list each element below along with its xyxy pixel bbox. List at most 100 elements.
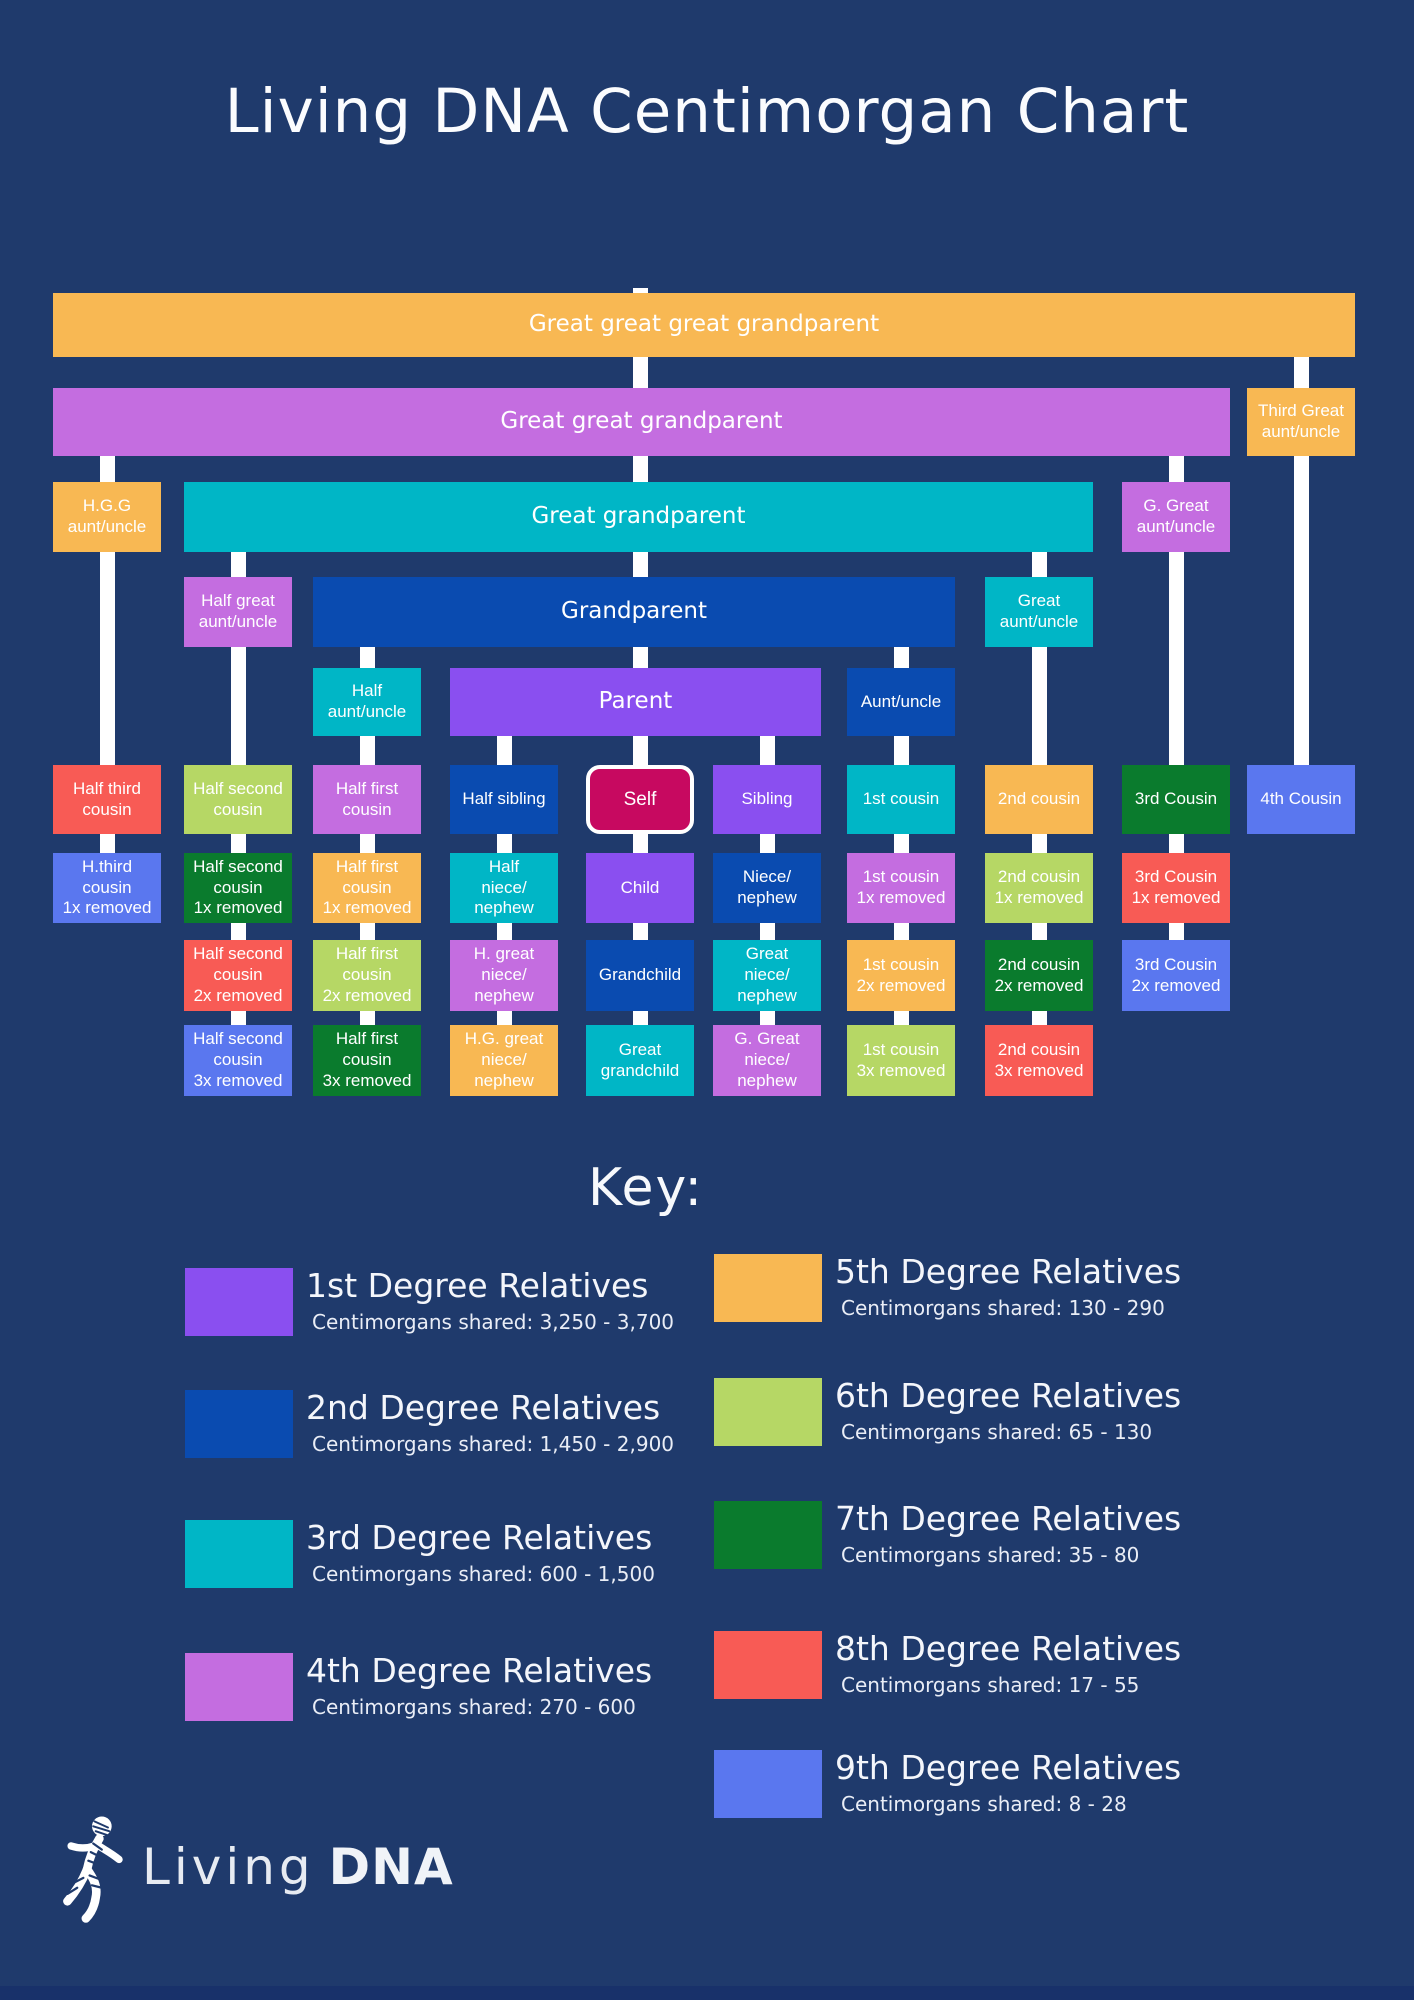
key-item-subtitle: Centimorgans shared: 130 - 290 <box>841 1296 1165 1321</box>
tree-box-3rd-cousin-1x-removed: 3rd Cousin 1x removed <box>1122 853 1230 923</box>
page-title: Living DNA Centimorgan Chart <box>224 76 1190 147</box>
tree-box-great-aunt-uncle: Great aunt/uncle <box>985 577 1093 647</box>
tree-box-grandchild: Grandchild <box>586 940 694 1011</box>
key-item-title: 5th Degree Relatives <box>835 1252 1182 1291</box>
key-item-title: 7th Degree Relatives <box>835 1499 1182 1538</box>
tree-box-2nd-cousin: 2nd cousin <box>985 765 1093 834</box>
tree-box-sibling: Sibling <box>713 765 821 834</box>
key-swatch-9th-degree <box>714 1750 822 1818</box>
key-item-title: 3rd Degree Relatives <box>306 1518 653 1557</box>
key-item-subtitle: Centimorgans shared: 270 - 600 <box>312 1695 636 1720</box>
logo-word-living: Living <box>142 1838 315 1896</box>
tree-box-half-sibling: Half sibling <box>450 765 558 834</box>
key-swatch-6th-degree <box>714 1378 822 1446</box>
key-item-subtitle: Centimorgans shared: 35 - 80 <box>841 1543 1140 1568</box>
key-item-1st-degree: 1st Degree Relatives Centimorgans shared… <box>185 1266 675 1336</box>
key-text: 1st Degree Relatives Centimorgans shared… <box>306 1266 675 1335</box>
key-item-7th-degree: 7th Degree Relatives Centimorgans shared… <box>714 1499 1182 1569</box>
tree-box-1st-cousin: 1st cousin <box>847 765 955 834</box>
key-text: 3rd Degree Relatives Centimorgans shared… <box>306 1518 655 1587</box>
key-item-subtitle: Centimorgans shared: 65 - 130 <box>841 1420 1153 1445</box>
tree-box-half-second-cousin-1x-removed: Half second cousin 1x removed <box>184 853 292 923</box>
key-item-9th-degree: 9th Degree Relatives Centimorgans shared… <box>714 1748 1182 1818</box>
key-text: 7th Degree Relatives Centimorgans shared… <box>835 1499 1182 1568</box>
key-item-4th-degree: 4th Degree Relatives Centimorgans shared… <box>185 1651 653 1721</box>
tree-bar-great-great-great-grandparent: Great great great grandparent <box>53 293 1355 357</box>
tree-box-half-first-cousin-1x-removed: Half first cousin 1x removed <box>313 853 421 923</box>
tree-box-half-second-cousin-3x-removed: Half second cousin 3x removed <box>184 1025 292 1096</box>
key-text: 2nd Degree Relatives Centimorgans shared… <box>306 1389 675 1457</box>
key-swatch-5th-degree <box>714 1254 822 1322</box>
tree-box-self: Self <box>586 765 694 834</box>
key-item-title: 8th Degree Relatives <box>835 1629 1182 1668</box>
tree-box-1st-cousin-1x-removed: 1st cousin 1x removed <box>847 853 955 923</box>
key-swatch-7th-degree <box>714 1501 822 1569</box>
tree-bar-parent: Parent <box>450 668 821 736</box>
tree-box-half-first-cousin-3x-removed: Half first cousin 3x removed <box>313 1025 421 1096</box>
tree-box-half-aunt-uncle: Half aunt/uncle <box>313 668 421 736</box>
tree-box-great-niece-nephew: Great niece/ nephew <box>713 940 821 1011</box>
tree-box-third-great-aunt-uncle: Third Great aunt/uncle <box>1247 388 1355 456</box>
tree-box-half-third-cousin: Half third cousin <box>53 765 161 834</box>
tree-box-h-g-great-niece-nephew: H.G. great niece/ nephew <box>450 1025 558 1096</box>
tree-box-child: Child <box>586 853 694 923</box>
tree-box-niece-nephew: Niece/ nephew <box>713 853 821 923</box>
tree-bar-grandparent: Grandparent <box>313 577 955 647</box>
key-item-subtitle: Centimorgans shared: 600 - 1,500 <box>312 1562 655 1587</box>
tree-box-half-second-cousin: Half second cousin <box>184 765 292 834</box>
key-swatch-2nd-degree <box>185 1390 293 1458</box>
tree-box-4th-cousin: 4th Cousin <box>1247 765 1355 834</box>
tree-box-2nd-cousin-1x-removed: 2nd cousin 1x removed <box>985 853 1093 923</box>
key-text: 5th Degree Relatives Centimorgans shared… <box>835 1252 1182 1321</box>
tree-box-great-grandchild: Great grandchild <box>586 1025 694 1096</box>
key-item-subtitle: Centimorgans shared: 3,250 - 3,700 <box>312 1310 675 1335</box>
tree-box-2nd-cousin-3x-removed: 2nd cousin 3x removed <box>985 1025 1093 1096</box>
key-text: 9th Degree Relatives Centimorgans shared… <box>835 1748 1182 1817</box>
key-item-subtitle: Centimorgans shared: 8 - 28 <box>841 1792 1127 1817</box>
dna-runner-icon <box>52 1814 132 1936</box>
key-item-2nd-degree: 2nd Degree Relatives Centimorgans shared… <box>185 1389 675 1458</box>
tree-box-3rd-cousin: 3rd Cousin <box>1122 765 1230 834</box>
key-item-title: 9th Degree Relatives <box>835 1748 1182 1787</box>
tree-box-2nd-cousin-2x-removed: 2nd cousin 2x removed <box>985 940 1093 1011</box>
key-text: 8th Degree Relatives Centimorgans shared… <box>835 1629 1182 1698</box>
tree-box-h-g-g-aunt-uncle: H.G.G aunt/uncle <box>53 482 161 552</box>
tree-box-h-great-niece-nephew: H. great niece/ nephew <box>450 940 558 1011</box>
key-item-title: 1st Degree Relatives <box>306 1266 649 1305</box>
key-item-3rd-degree: 3rd Degree Relatives Centimorgans shared… <box>185 1518 655 1588</box>
key-text: 6th Degree Relatives Centimorgans shared… <box>835 1376 1182 1445</box>
key-swatch-4th-degree <box>185 1653 293 1721</box>
key-item-subtitle: Centimorgans shared: 1,450 - 2,900 <box>312 1432 675 1457</box>
connector-line-col10 <box>1293 355 1309 834</box>
key-item-5th-degree: 5th Degree Relatives Centimorgans shared… <box>714 1252 1182 1322</box>
tree-box-g-great-niece-nephew: G. Great niece/ nephew <box>713 1025 821 1096</box>
tree-box-half-great-aunt-uncle: Half great aunt/uncle <box>184 577 292 647</box>
tree-box-3rd-cousin-2x-removed: 3rd Cousin 2x removed <box>1122 940 1230 1011</box>
tree-box-1st-cousin-3x-removed: 1st cousin 3x removed <box>847 1025 955 1096</box>
tree-box-1st-cousin-2x-removed: 1st cousin 2x removed <box>847 940 955 1011</box>
logo-word-dna: DNA <box>328 1838 454 1896</box>
tree-box-half-first-cousin-2x-removed: Half first cousin 2x removed <box>313 940 421 1011</box>
footer-strip <box>0 1986 1414 2000</box>
key-item-6th-degree: 6th Degree Relatives Centimorgans shared… <box>714 1376 1182 1446</box>
key-item-8th-degree: 8th Degree Relatives Centimorgans shared… <box>714 1629 1182 1699</box>
tree-box-aunt-uncle: Aunt/uncle <box>847 668 955 736</box>
tree-box-h-third-cousin-1x-removed: H.third cousin 1x removed <box>53 853 161 923</box>
key-swatch-3rd-degree <box>185 1520 293 1588</box>
tree-box-g-great-aunt-uncle: G. Great aunt/uncle <box>1122 482 1230 552</box>
key-item-subtitle: Centimorgans shared: 17 - 55 <box>841 1673 1140 1698</box>
key-text: 4th Degree Relatives Centimorgans shared… <box>306 1651 653 1720</box>
key-swatch-1st-degree <box>185 1268 293 1336</box>
tree-box-half-niece-nephew: Half niece/ nephew <box>450 853 558 923</box>
key-item-title: 4th Degree Relatives <box>306 1651 653 1690</box>
tree-box-half-second-cousin-2x-removed: Half second cousin 2x removed <box>184 940 292 1011</box>
key-item-title: 6th Degree Relatives <box>835 1376 1182 1415</box>
key-swatch-8th-degree <box>714 1631 822 1699</box>
tree-bar-great-great-grandparent: Great great grandparent <box>53 388 1230 456</box>
tree-bar-great-grandparent: Great grandparent <box>184 482 1093 552</box>
key-heading: Key: <box>588 1158 705 1218</box>
